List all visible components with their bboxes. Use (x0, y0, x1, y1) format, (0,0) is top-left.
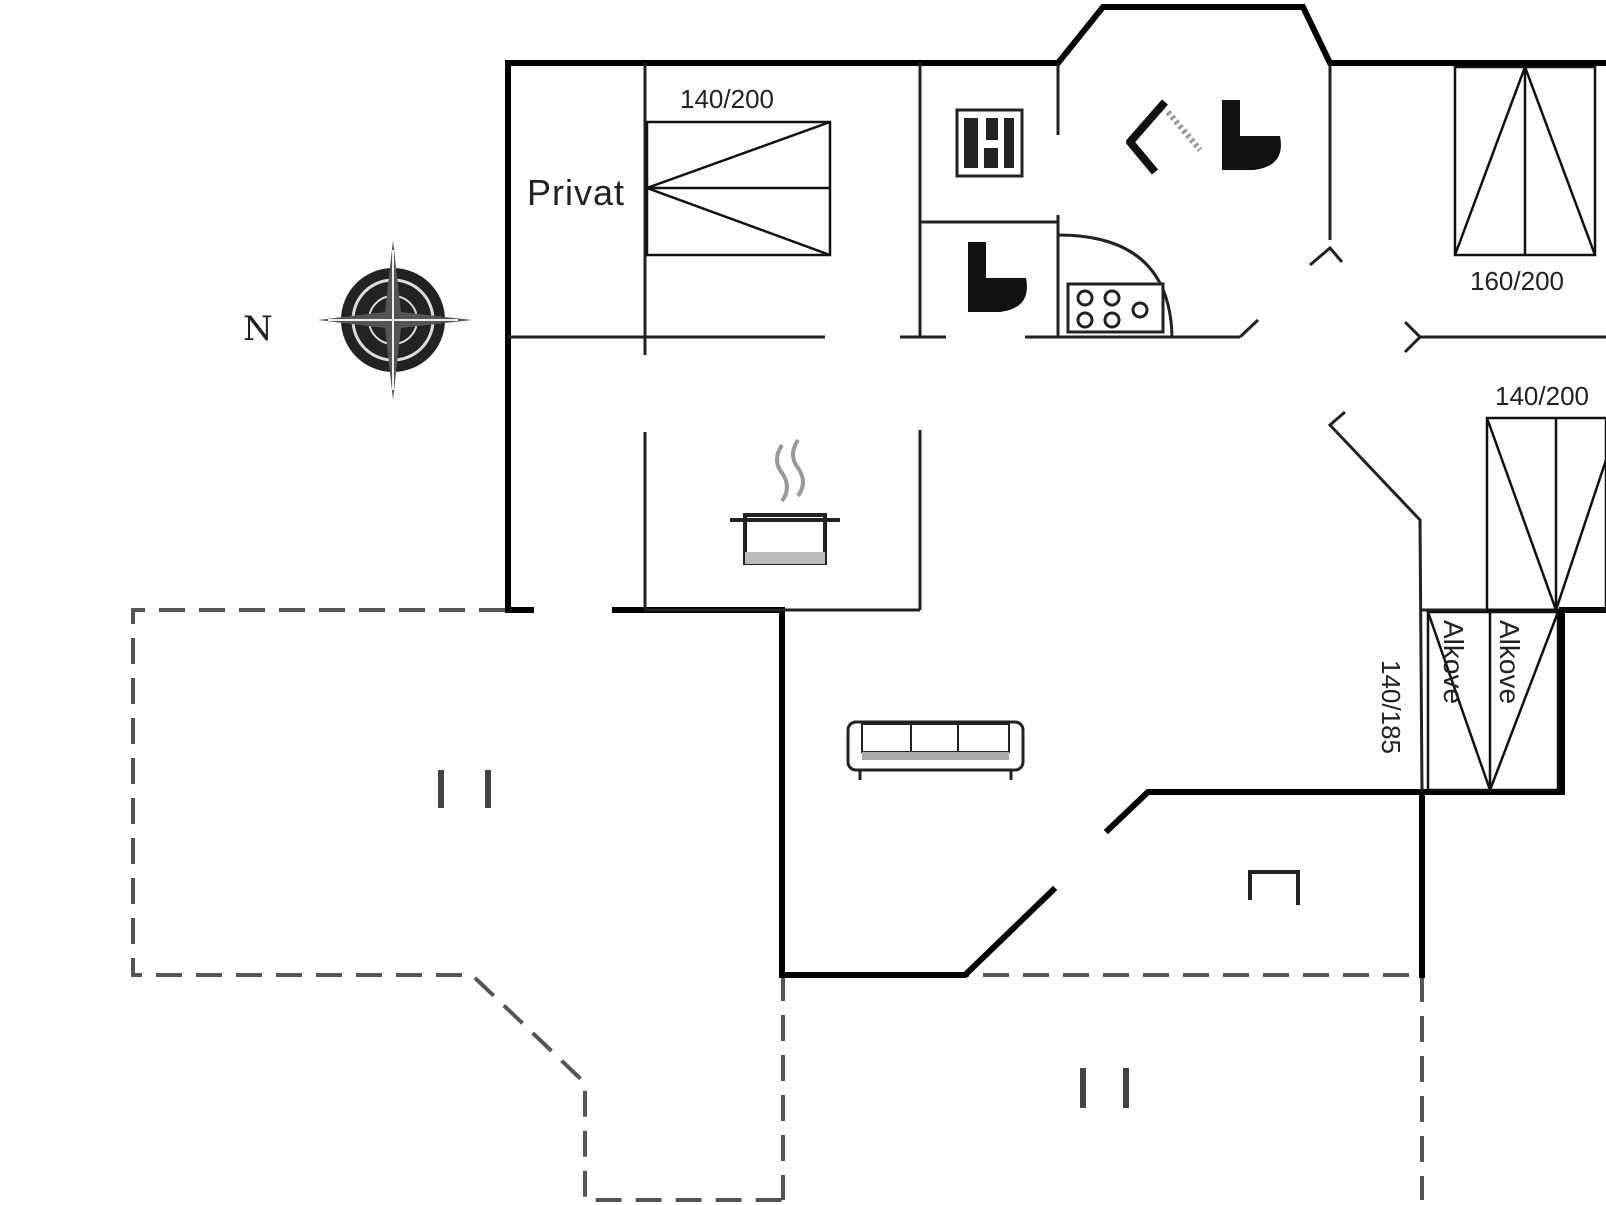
bed-icon (643, 120, 832, 257)
stove-icon (1066, 282, 1165, 334)
terrace-south (781, 973, 1424, 1200)
bed-icon (1485, 416, 1606, 614)
alkove-label-1: Alkove (1438, 620, 1469, 704)
private-room-label: Privat (527, 172, 625, 213)
north-label: N (243, 309, 273, 349)
bed-size-private: 140/200 (680, 84, 774, 114)
toilet-icon (968, 242, 1027, 312)
garden-furniture-icon (1248, 870, 1300, 905)
bed-size-bedroom-e: 140/200 (1495, 381, 1589, 411)
interior-walls (508, 63, 1606, 793)
alkove-label-2: Alkove (1494, 620, 1525, 704)
sofa-icon (846, 720, 1025, 780)
terrace-chairs-icon (438, 770, 491, 808)
bed-icon (1426, 610, 1560, 794)
terrace-west (131, 608, 785, 1202)
washing-machine-icon (955, 108, 1024, 178)
outer-walls (505, 4, 1606, 978)
terrace-chairs-icon (1080, 1068, 1129, 1108)
bed-icon (1453, 63, 1597, 257)
toilet-icon (1222, 100, 1281, 170)
bed-size-bedroom-ne: 160/200 (1470, 266, 1564, 296)
shower-icon (1126, 99, 1203, 175)
cooking-pot-icon (730, 438, 840, 565)
compass-rose-icon (318, 240, 472, 400)
bed-size-alcove: 140/185 (1376, 660, 1406, 754)
